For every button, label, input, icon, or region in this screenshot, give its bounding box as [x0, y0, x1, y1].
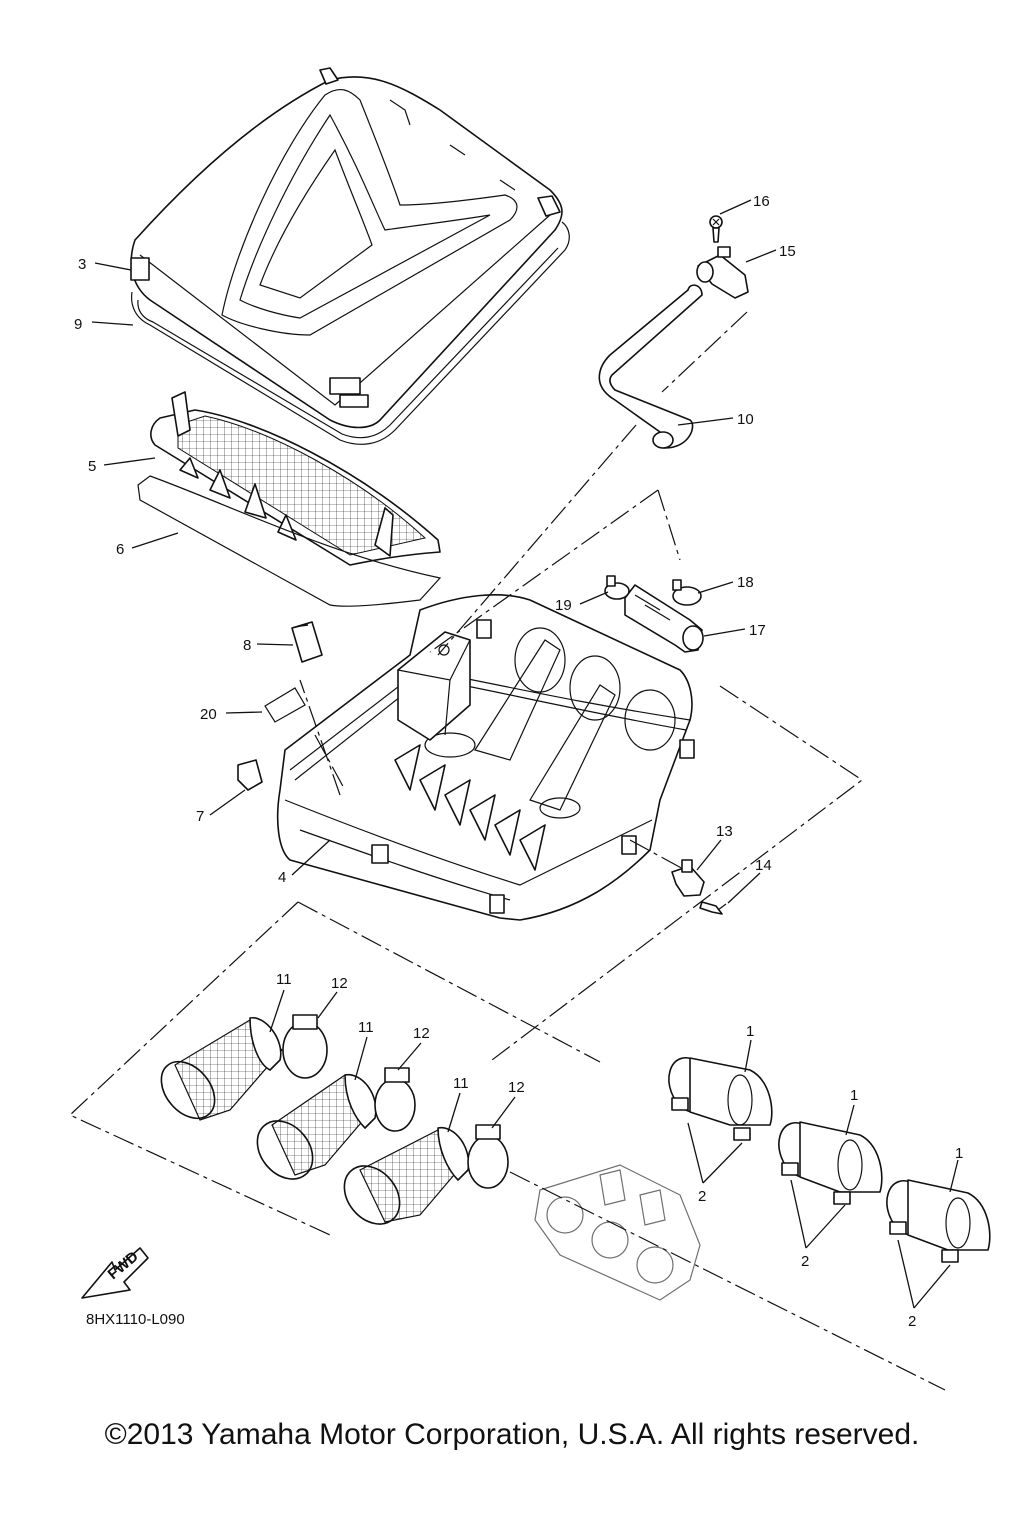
callout-7: 7	[196, 808, 204, 825]
callout-13: 13	[716, 823, 733, 840]
callout-1-b: 1	[850, 1087, 858, 1104]
callout-16: 16	[753, 193, 770, 210]
hose-17	[624, 584, 704, 653]
copyright-notice: ©2013 Yamaha Motor Corporation, U.S.A. A…	[104, 1418, 920, 1451]
callout-labels: 3 9 5 6 8 20 7 4 16 15 10 18 19 17 13 14…	[74, 193, 963, 1330]
diagram-code: 8HX1110-L090	[86, 1311, 185, 1328]
callout-15: 15	[779, 243, 796, 260]
air-box-case	[276, 594, 695, 921]
clamp-19	[604, 575, 630, 600]
label-part	[264, 687, 306, 723]
cover-gasket	[130, 221, 570, 445]
joint-group	[668, 1057, 991, 1263]
callout-11-b: 11	[358, 1019, 374, 1036]
fwd-arrow-icon: FWD	[81, 1247, 149, 1299]
callout-4: 4	[278, 869, 286, 886]
clip-part	[237, 759, 263, 791]
filter-gasket	[137, 475, 442, 607]
screw-16	[709, 215, 723, 243]
callout-2-b: 2	[801, 1253, 809, 1270]
funnel-group	[160, 1014, 509, 1225]
throttle-body	[534, 1164, 701, 1301]
clamp-18	[672, 579, 702, 606]
leader-lines	[91, 199, 959, 1309]
callout-1-a: 1	[746, 1023, 754, 1040]
callout-12-b: 12	[413, 1025, 430, 1042]
breather-hose	[598, 284, 703, 449]
air-filter-element	[150, 391, 441, 566]
callout-14: 14	[755, 857, 772, 874]
callout-20: 20	[200, 706, 217, 723]
callout-9: 9	[74, 316, 82, 333]
callout-3: 3	[78, 256, 86, 273]
callout-2-c: 2	[908, 1313, 916, 1330]
callout-19: 19	[555, 597, 572, 614]
sponge-part	[291, 621, 323, 663]
air-box-cover	[130, 67, 563, 429]
callout-10: 10	[737, 411, 754, 428]
callout-8: 8	[243, 637, 251, 654]
callout-12-a: 12	[331, 975, 348, 992]
callout-11-c: 11	[453, 1075, 469, 1092]
sensor-13	[671, 859, 705, 897]
callout-6: 6	[116, 541, 124, 558]
callout-5: 5	[88, 458, 96, 475]
callout-1-c: 1	[955, 1145, 963, 1162]
callout-18: 18	[737, 574, 754, 591]
screw-14	[699, 901, 727, 915]
joint-15	[696, 246, 749, 299]
callout-11-a: 11	[276, 971, 292, 988]
assembly-lines	[68, 311, 946, 1391]
callout-17: 17	[749, 622, 766, 639]
callout-12-c: 12	[508, 1079, 525, 1096]
callout-2-a: 2	[698, 1188, 706, 1205]
